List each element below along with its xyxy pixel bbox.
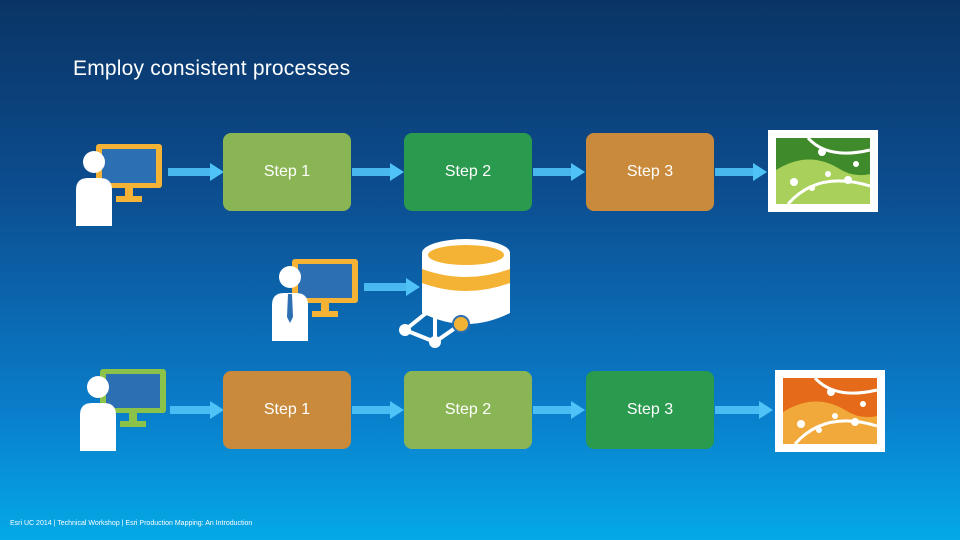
row1-step1-box: Step 1 — [223, 133, 351, 211]
row1-step2-box: Step 2 — [404, 133, 532, 211]
arrow-row2-step3-to-map — [715, 401, 773, 419]
row2-step2-box: Step 2 — [404, 371, 532, 449]
arrow-user-to-row2-step1 — [170, 401, 224, 419]
map-icon — [775, 370, 885, 452]
arrow-row1-step3-to-map — [715, 163, 767, 181]
row2-step3-box: Step 3 — [586, 371, 714, 449]
row2-step1-box: Step 1 — [223, 371, 351, 449]
user-at-monitor-icon — [80, 369, 166, 451]
map-icon — [768, 130, 878, 212]
user-with-tie-at-monitor-icon — [272, 259, 358, 341]
row1-step3-box: Step 3 — [586, 133, 714, 211]
arrow-user-to-database — [364, 278, 420, 296]
arrow-row1-step2-to-step3 — [533, 163, 585, 181]
arrow-row1-step1-to-step2 — [352, 163, 404, 181]
arrow-row2-step1-to-step2 — [352, 401, 404, 419]
footer-text: Esri UC 2014 | Technical Workshop | Esri… — [10, 520, 253, 527]
arrow-row2-step2-to-step3 — [533, 401, 585, 419]
database-icon — [422, 239, 510, 324]
page-title: Employ consistent processes — [73, 57, 351, 80]
arrow-user-to-step1 — [168, 163, 224, 181]
network-graph-icon — [399, 300, 470, 348]
user-at-monitor-icon — [76, 144, 162, 226]
